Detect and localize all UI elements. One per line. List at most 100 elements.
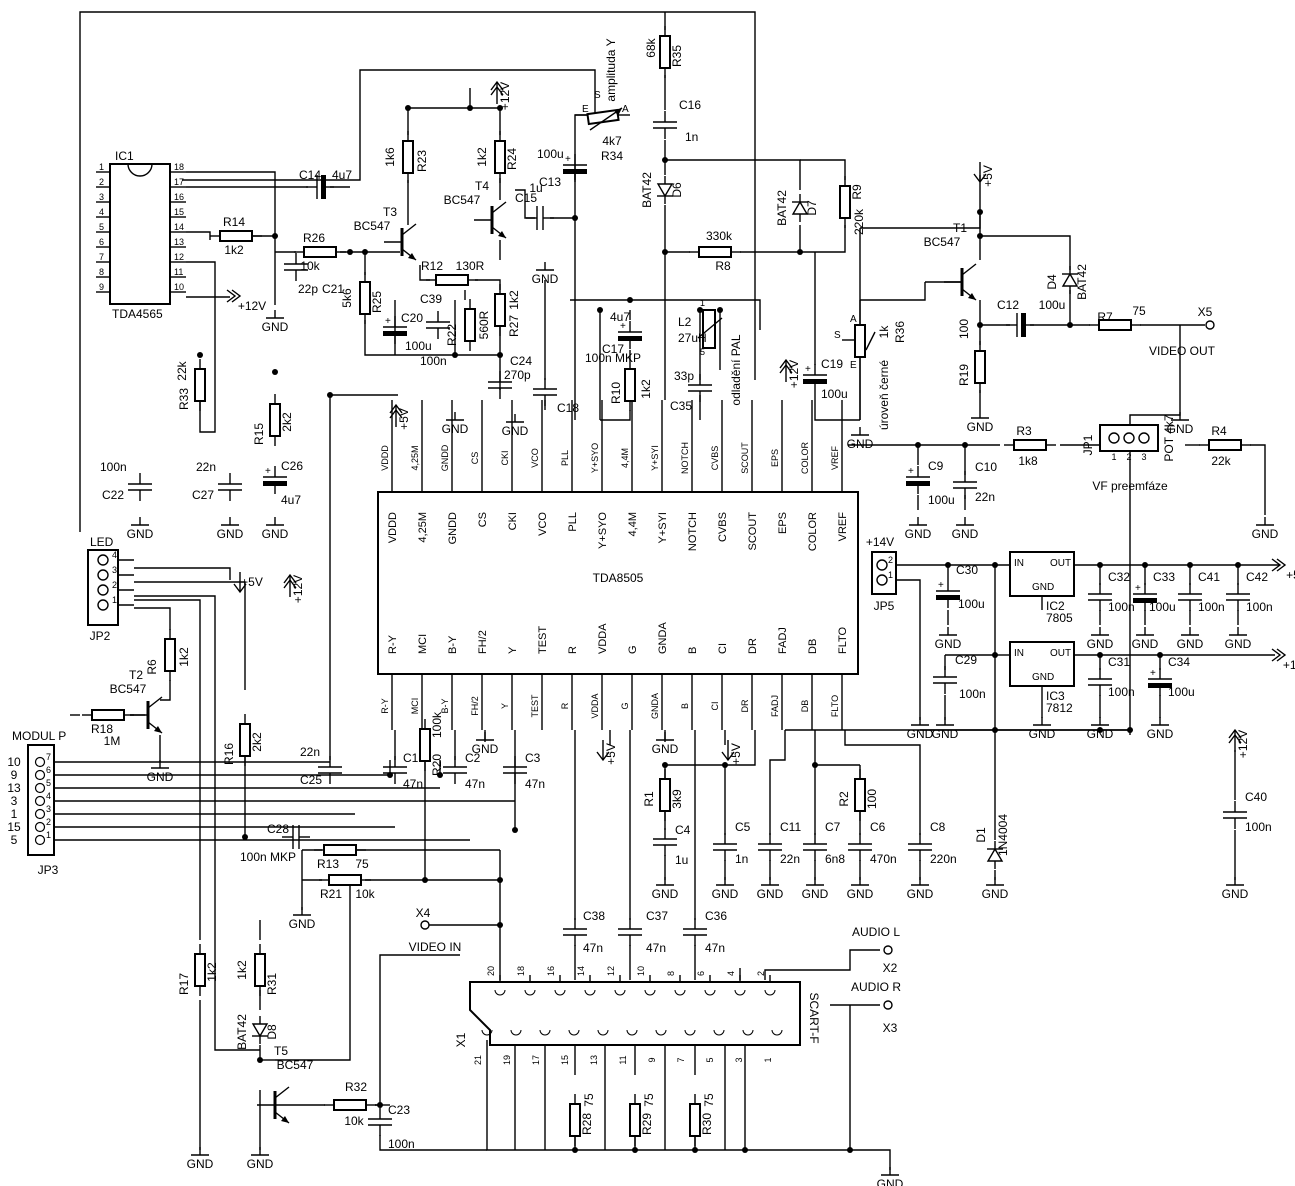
connector-name: JP1	[1081, 434, 1095, 455]
ground-label: GND	[1147, 727, 1174, 741]
resistor-r1	[659, 769, 671, 821]
ground-label: GND	[442, 422, 469, 436]
capacitor-name: C11	[780, 820, 801, 834]
ground-label: GND	[1087, 727, 1114, 741]
x1-pin	[494, 989, 506, 996]
resistor-r24	[494, 131, 506, 183]
terminal-name: X4	[416, 906, 431, 920]
ground-symbol	[851, 877, 869, 886]
capacitor-value: 100u	[537, 147, 564, 161]
capacitor-c15	[526, 206, 554, 230]
capacitor-name: C27	[192, 488, 214, 502]
jp3-pin-number: 7	[46, 752, 51, 762]
pot-pin: E	[850, 360, 857, 371]
resistor-value: 10k	[300, 259, 320, 273]
resistor-value: 2k2	[280, 412, 294, 432]
ic1-pin: 14	[174, 222, 184, 232]
resistor-r13	[314, 844, 366, 856]
transistor-type: BC547	[110, 682, 147, 696]
x1-pin-number: 10	[636, 966, 646, 976]
reg-in: IN	[1014, 558, 1024, 569]
ground-symbol	[956, 517, 974, 526]
x1-pin-number: 11	[618, 1055, 628, 1064]
x1-pin-number: 14	[576, 966, 586, 976]
resistor-value: 5k6	[340, 288, 354, 308]
resistor-value: 1k6	[383, 147, 397, 167]
capacitor-c33	[1133, 583, 1157, 611]
transistor-t5	[257, 1086, 290, 1124]
capacitor-value: 220n	[930, 852, 957, 866]
jp2-pin	[97, 584, 109, 596]
ground-label: GND	[952, 527, 979, 541]
regulator-ic2	[1009, 551, 1075, 597]
junction-dot	[327, 392, 333, 398]
diode-d1	[986, 841, 1004, 869]
ic-pin-bottom-outer: G	[620, 702, 630, 709]
capacitor-value: 1n	[735, 852, 748, 866]
capacitor-value: 100n MKP	[240, 850, 296, 864]
resistor-r12	[426, 274, 478, 286]
ground-label: GND	[712, 887, 739, 901]
capacitor-name: C35	[670, 399, 692, 413]
supply-symbol	[596, 740, 610, 762]
resistor-name: R21	[320, 887, 342, 901]
polarity-mark: +	[565, 154, 571, 165]
ic-tda8505	[377, 491, 859, 675]
connector-jp5	[871, 551, 897, 595]
ic-pin-top-outer: SCOUT	[740, 442, 750, 474]
polarity-mark: +	[265, 466, 271, 477]
resistor-r3	[1004, 439, 1056, 451]
jp2-pin-number: 2	[112, 580, 117, 590]
resistor-value: 130R	[456, 259, 485, 273]
ground-symbol	[939, 627, 957, 636]
junction-dot	[572, 1147, 578, 1153]
jp1-pin-number: 3	[1141, 452, 1146, 462]
connector-name: JP3	[38, 863, 59, 877]
diode-type: BAT42	[640, 172, 654, 208]
jp3-side-number: 15	[7, 820, 21, 834]
ground-label: GND	[652, 742, 679, 756]
capacitor-name: C39	[420, 292, 442, 306]
junction-dot	[597, 307, 603, 313]
junction-dot	[257, 1057, 263, 1063]
junction-dot	[572, 215, 578, 221]
resistor-value: 75	[355, 857, 369, 871]
capacitor-value: 4u7	[332, 168, 352, 182]
capacitor-value: 47n	[705, 941, 725, 955]
resistor-value: 1k2	[475, 147, 489, 167]
ic1-pin: 1	[99, 162, 104, 172]
ic-pin-top-outer: VDDD	[380, 445, 390, 471]
capacitor-value: 100n	[1198, 600, 1225, 614]
x1-pin	[713, 1029, 725, 1036]
transistor-type: BC547	[277, 1058, 314, 1072]
ground-label: GND	[847, 437, 874, 451]
ic-pin-top-outer: 4,4M	[620, 448, 630, 468]
capacitor-name: C26	[281, 459, 303, 473]
x1-pin-number: 6	[696, 971, 706, 976]
supply-label: +12V	[1236, 730, 1250, 758]
jp2-pin	[97, 569, 109, 581]
connector-title: LED	[90, 535, 114, 549]
resistor-value: 22k	[1211, 454, 1231, 468]
ic1-pin: 5	[99, 222, 104, 232]
junction-dot	[697, 307, 703, 313]
x1-pin	[655, 1029, 667, 1036]
ground-label: GND	[217, 527, 244, 541]
ic1-pin: 7	[99, 252, 104, 262]
x1-pin-number: 16	[546, 966, 556, 976]
x1-pin-number: 9	[647, 1057, 657, 1062]
resistor-r18	[82, 709, 134, 721]
resistor-r29	[629, 1094, 641, 1146]
ground-label: GND	[905, 527, 932, 541]
regulator-ic3	[1009, 641, 1075, 687]
inductor-value: 27uH	[678, 331, 707, 345]
capacitor-value: 1n	[685, 130, 698, 144]
capacitor-value: 4u7	[610, 310, 630, 324]
capacitor-c31	[1088, 668, 1112, 696]
resistor-value: 1k2	[639, 379, 653, 399]
jp3-pin-number: 4	[46, 791, 51, 801]
resistor-name: R7	[1097, 310, 1113, 324]
capacitor-name: C1	[403, 751, 419, 765]
ic-pin-bottom-outer: DR	[740, 699, 750, 712]
ground-label: GND	[532, 272, 559, 286]
